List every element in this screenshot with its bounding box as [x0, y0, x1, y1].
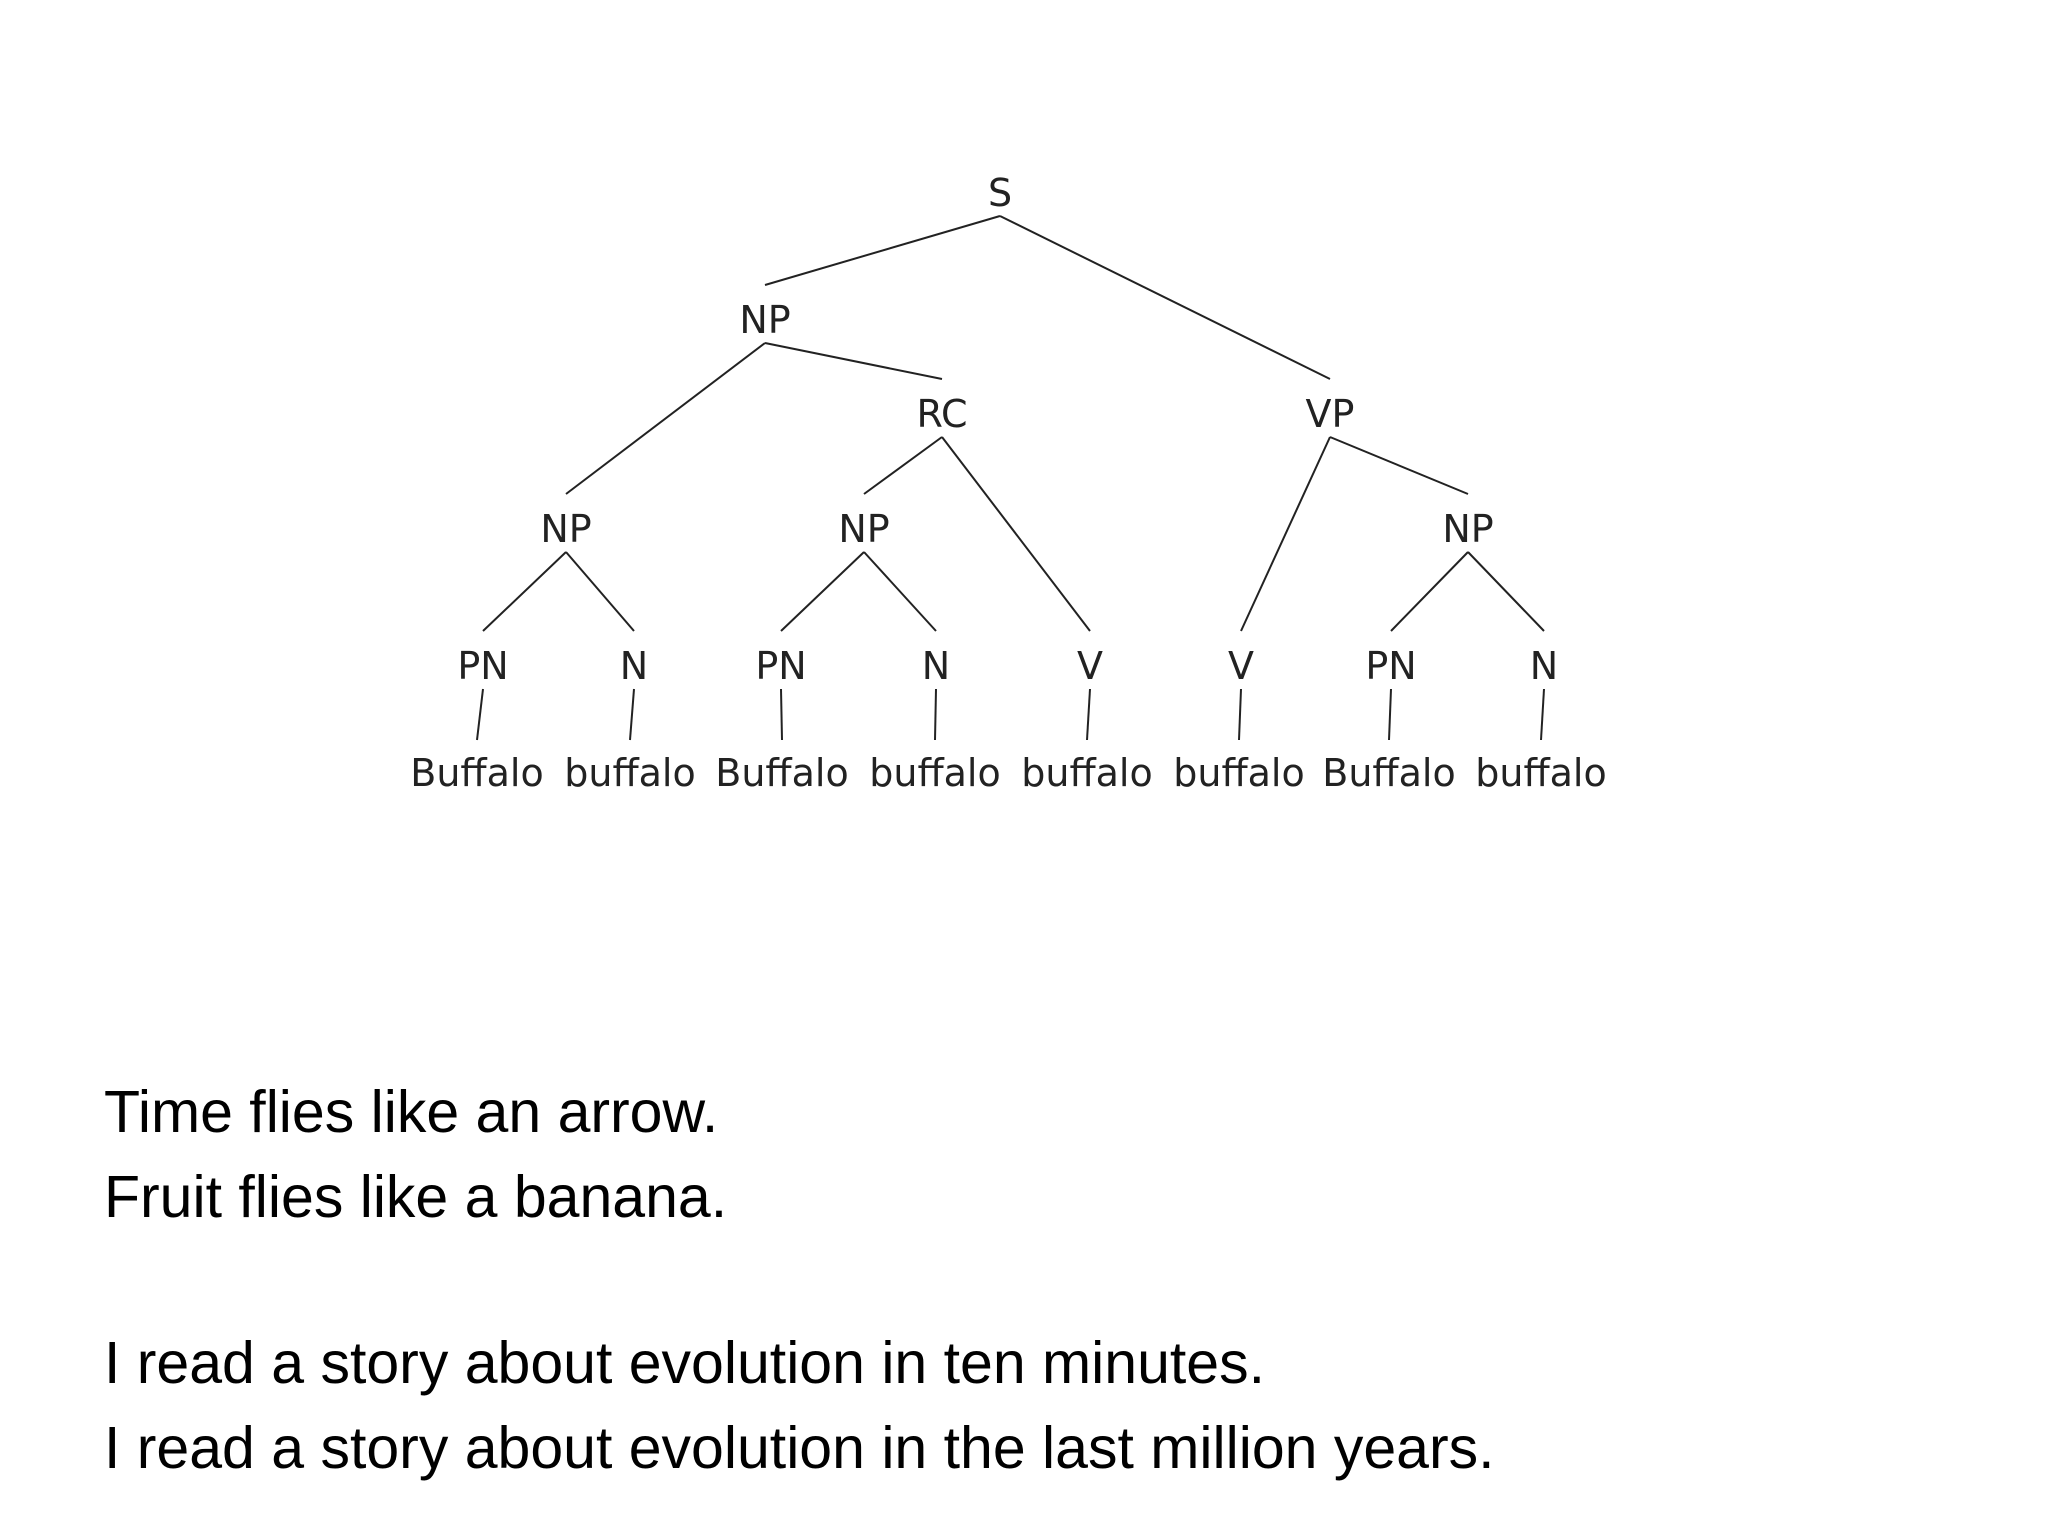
tree-node-n-2: N [922, 644, 950, 688]
tree-node-pn-2: PN [755, 644, 806, 688]
tree-edge-rc-v-1 [941, 436, 1091, 632]
tree-edge-pn-3-w-7 [1388, 688, 1392, 741]
tree-word-w-1: Buffalo [410, 751, 543, 795]
tree-node-np-1: NP [540, 507, 591, 551]
tree-edge-np-2-n-2 [863, 551, 937, 632]
tree-word-w-6: buffalo [1173, 751, 1304, 795]
tree-word-w-4: buffalo [869, 751, 1000, 795]
tree-edge-v-1-w-5 [1086, 688, 1091, 741]
tree-node-np-subj: NP [739, 298, 790, 342]
tree-edge-rc-np-2 [863, 436, 943, 495]
tree-node-pn-3: PN [1365, 644, 1416, 688]
example-sentence: I read a story about evolution in ten mi… [104, 1330, 1266, 1396]
tree-node-n-1: N [620, 644, 648, 688]
tree-node-rc: RC [916, 392, 967, 436]
tree-edge-pn-1-w-1 [476, 688, 484, 741]
tree-edge-n-2-w-4 [934, 688, 937, 741]
tree-word-w-3: Buffalo [715, 751, 848, 795]
tree-edge-pn-2-w-3 [780, 688, 783, 741]
tree-edge-v-2-w-6 [1238, 688, 1242, 741]
example-sentence: Fruit flies like a banana. [104, 1164, 728, 1230]
tree-word-w-7: Buffalo [1322, 751, 1455, 795]
tree-node-n-3: N [1530, 644, 1558, 688]
tree-edge-np-1-n-1 [565, 551, 635, 632]
tree-edge-np-1-pn-1 [482, 551, 567, 632]
tree-node-np-3: NP [1442, 507, 1493, 551]
tree-edge-np-2-pn-2 [780, 551, 865, 632]
tree-edge-n-1-w-2 [629, 688, 635, 741]
tree-edge-s-vp [999, 215, 1331, 380]
tree-edge-vp-np-3 [1329, 436, 1469, 495]
tree-edge-vp-v-2 [1240, 436, 1331, 632]
example-sentence: I read a story about evolution in the la… [104, 1415, 1495, 1481]
tree-node-pn-1: PN [457, 644, 508, 688]
tree-word-w-2: buffalo [564, 751, 695, 795]
tree-edge-np-subj-rc [764, 342, 943, 380]
tree-node-v-2: V [1228, 644, 1254, 688]
tree-node-np-2: NP [838, 507, 889, 551]
tree-word-w-5: buffalo [1021, 751, 1152, 795]
tree-edge-np-3-n-3 [1467, 551, 1545, 632]
tree-node-v-1: V [1077, 644, 1103, 688]
parse-tree-diagram: S NP VP NP RC NP V V NP PN N PN N PN N Buffalo buffalo Bu… [410, 171, 1606, 795]
tree-edge-s-np-subj [764, 215, 1001, 286]
tree-node-vp: VP [1306, 392, 1355, 436]
tree-edge-np-3-pn-3 [1390, 551, 1469, 632]
tree-edge-n-3-w-8 [1540, 688, 1545, 741]
example-sentences-group-1: Time flies like an arrow. Fruit flies li… [104, 1070, 727, 1240]
tree-node-s: S [988, 171, 1012, 215]
example-sentences-group-2: I read a story about evolution in ten mi… [104, 1321, 1495, 1491]
tree-word-w-8: buffalo [1475, 751, 1606, 795]
tree-edge-np-subj-np-1 [565, 342, 766, 495]
example-sentence: Time flies like an arrow. [104, 1079, 719, 1145]
